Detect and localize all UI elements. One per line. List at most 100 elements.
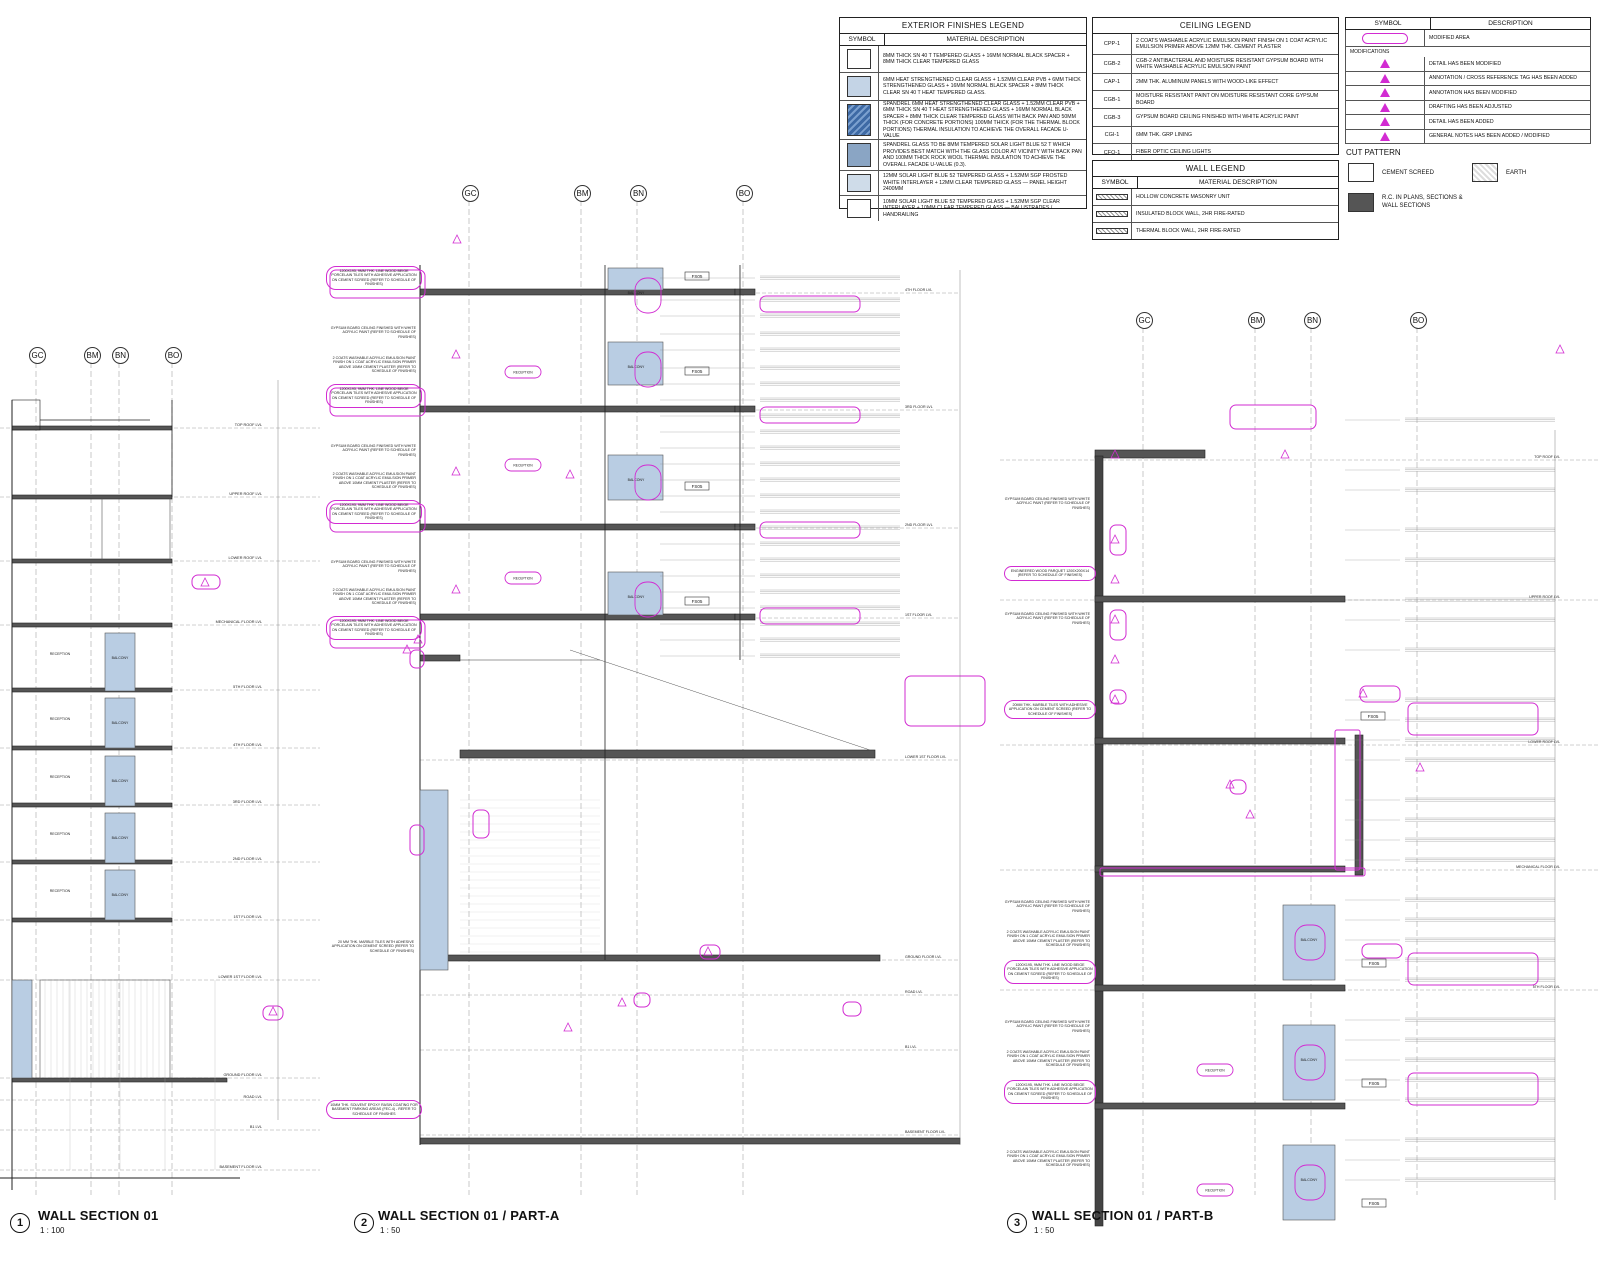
level-label: GROUND FLOOR LVL	[223, 1073, 262, 1077]
revision-triangle-icon	[1346, 86, 1425, 100]
revision-cloud	[904, 675, 986, 727]
exterior-legend-text: 6MM HEAT STRENGTHENED CLEAR GLASS + 1.52…	[883, 76, 1081, 96]
revision-cloud	[1359, 685, 1401, 703]
s2-note-paint-3: 2 COATS WASHABLE ACRYLIC EMULSION PAINT …	[332, 588, 416, 606]
revision-triangle-icon	[1110, 534, 1120, 544]
section-1-title: WALL SECTION 01	[38, 1208, 159, 1223]
ceiling-legend-row: CAP-1 2MM THK. ALUMINUM PANELS WITH WOOD-…	[1093, 74, 1338, 91]
s3-note-gypsum-4: GYPSUM BOARD CEILING FINISHED WITH WHITE…	[1004, 1020, 1090, 1033]
s2-note-porcelain-top: 1200X195, 9MM THK. LINE WOOD BEIGE PORCE…	[326, 266, 422, 290]
revision-symbol-header: SYMBOL	[1346, 18, 1431, 29]
level-label: B1 LVL	[250, 1125, 262, 1129]
ceiling-code: CGI-1	[1093, 127, 1132, 143]
ceiling-legend-text: 2MM THK. ALUMINUM PANELS WITH WOOD-LIKE …	[1136, 78, 1279, 85]
level-label: MECHANICAL FLOOR LVL	[216, 620, 262, 624]
level-label: GROUND FLOOR LVL	[905, 955, 941, 959]
balcony-label: BALCONY	[112, 779, 129, 783]
cement-swatch	[1348, 163, 1374, 182]
revision-legend-row: DETAIL HAS BEEN ADDED	[1346, 115, 1590, 130]
level-label: 2ND FLOOR LVL	[905, 523, 933, 527]
balcony-glass	[607, 267, 664, 291]
balcony-label: BALCONY	[628, 478, 645, 482]
floor-slab	[11, 622, 173, 628]
s3-note-paint-3: 2 COATS WASHABLE ACRYLIC EMULSION PAINT …	[1006, 1150, 1090, 1168]
level-label: LOWER ROOF LVL	[1528, 740, 1560, 744]
floor-slab	[11, 745, 173, 751]
room-label: RECEPTION	[50, 889, 71, 893]
s2-note-paint-2: 2 COATS WASHABLE ACRYLIC EMULSION PAINT …	[332, 472, 416, 490]
wall-legend-text: HOLLOW CONCRETE MASONRY UNIT	[1136, 193, 1231, 200]
revision-cloud	[1407, 952, 1539, 986]
fs05-tag: FS05	[1368, 714, 1379, 719]
fs05-tag: FS05	[692, 369, 703, 374]
exterior-legend-row: 6MM HEAT STRENGTHENED CLEAR GLASS + 1.52…	[840, 73, 1086, 101]
wall-legend-row: HOLLOW CONCRETE MASONRY UNIT	[1093, 189, 1338, 206]
cut-label: EARTH	[1506, 169, 1527, 176]
section-2-number: 2	[354, 1213, 374, 1233]
level-label: UPPER ROOF LVL	[1529, 595, 1560, 599]
room-label: RECEPTION	[50, 832, 71, 836]
s3-note-paint-2: 2 COATS WASHABLE ACRYLIC EMULSION PAINT …	[1006, 1050, 1090, 1068]
revision-triangle-icon	[1346, 115, 1425, 129]
roof-parapet	[11, 399, 41, 431]
revision-cloud	[1361, 943, 1403, 959]
s3-note-gypsum: GYPSUM BOARD CEILING FINISHED WITH WHITE…	[1004, 497, 1090, 510]
reception-label: RECEPTION	[513, 371, 533, 375]
exterior-legend-row: 10MM SOLAR LIGHT BLUE 52 TEMPERED GLASS …	[840, 196, 1086, 221]
exterior-legend-symbol-header: SYMBOL	[840, 34, 885, 45]
slab-edge	[734, 613, 756, 621]
basement-slab	[419, 1137, 961, 1145]
revision-legend-row: ANNOTATION HAS BEEN MODIFIED	[1346, 86, 1590, 101]
ground-slab	[419, 954, 881, 962]
grid-tag-s2-gc: GC	[462, 185, 479, 202]
ceiling-code: CGB-2	[1093, 55, 1132, 73]
balcony-upper	[101, 496, 171, 562]
floor-slab	[11, 859, 173, 865]
ceiling-legend-text: GYPSUM BOARD CEILING FINISHED WITH WHITE…	[1136, 114, 1299, 121]
roof-slab	[1094, 449, 1206, 459]
floor-slab	[419, 613, 736, 621]
wall-legend-text: THERMAL BLOCK WALL, 2HR FIRE-RATED	[1136, 227, 1241, 234]
section-3-title: WALL SECTION 01 / PART-B	[1032, 1208, 1214, 1223]
revision-triangle-icon	[1245, 809, 1255, 819]
revision-desc-header: DESCRIPTION	[1488, 20, 1533, 27]
stair-stringer	[569, 649, 871, 751]
exterior-legend-desc-header: MATERIAL DESCRIPTION	[946, 36, 1025, 43]
level-label: LOWER 1ST FLOOR LVL	[218, 975, 262, 979]
section-3-number: 3	[1007, 1213, 1027, 1233]
revision-triangle-icon	[1346, 100, 1425, 114]
wall-legend-title: WALL LEGEND	[1093, 161, 1338, 177]
floor-slab	[11, 425, 173, 431]
revision-cloud	[634, 351, 662, 388]
ceiling-legend-text: CGB-2 ANTIBACTERIAL AND MOISTURE RESISTA…	[1136, 57, 1323, 71]
revision-cloud	[759, 607, 861, 625]
floor-slab	[1094, 595, 1346, 603]
revision-triangle-icon	[617, 997, 627, 1007]
glass-symbol-swatch	[840, 196, 879, 221]
fs05-tag: FS05	[1369, 1201, 1380, 1206]
revision-cloud	[191, 574, 221, 590]
grid-tag-s3-bm: BM	[1248, 312, 1265, 329]
reception-label: RECEPTION	[513, 464, 533, 468]
revision-cloud	[1407, 1072, 1539, 1106]
revision-cloud	[504, 458, 542, 472]
room-label: RECEPTION	[50, 717, 71, 721]
s3-note-gypsum-2: GYPSUM BOARD CEILING FINISHED WITH WHITE…	[1004, 612, 1090, 625]
floor-slab	[1094, 865, 1346, 873]
revision-triangle-icon	[268, 1006, 278, 1016]
ceiling-code: CAP-1	[1093, 74, 1132, 90]
revision-cloud	[1294, 924, 1326, 961]
wall-legend-desc-header: MATERIAL DESCRIPTION	[1198, 179, 1277, 186]
fs05-tag: FS05	[692, 274, 703, 279]
ceiling-legend-title: CEILING LEGEND	[1093, 18, 1338, 34]
modifications-label: MODIFICATIONS	[1345, 47, 1591, 57]
ceiling-code: CFO-1	[1093, 144, 1132, 161]
s2-note-marble: 20 MM THK. MARBLE TILES WITH ADHESIVE AP…	[331, 940, 414, 953]
revision-legend-text: ANNOTATION HAS BEEN MODIFIED	[1429, 89, 1517, 96]
facade-column	[1354, 734, 1364, 876]
